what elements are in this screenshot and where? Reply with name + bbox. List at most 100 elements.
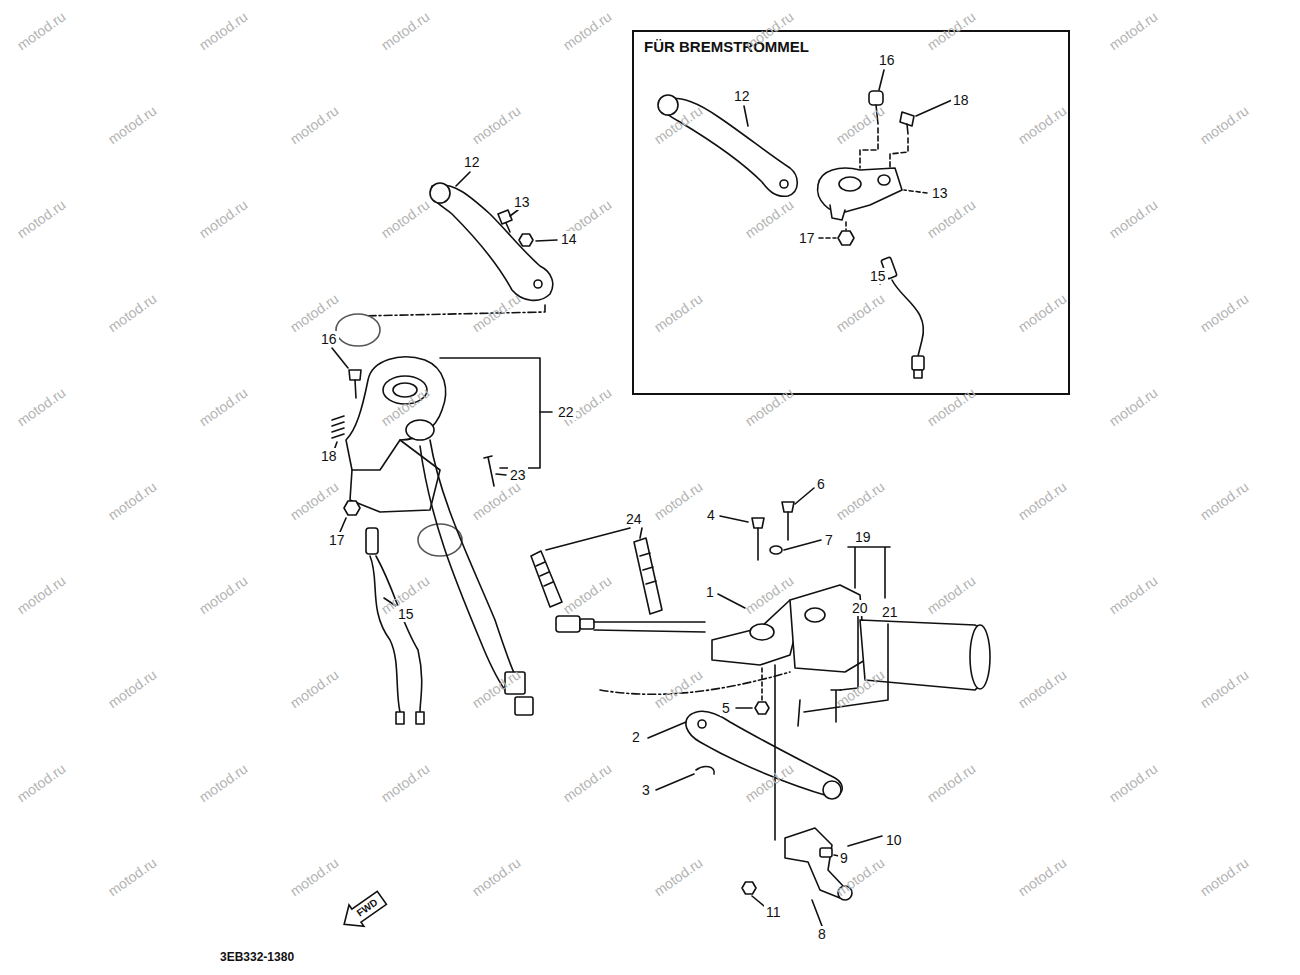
watermark: motod.ru [1197, 290, 1251, 335]
watermark: motod.ru [469, 854, 523, 899]
watermark: motod.ru [378, 760, 432, 805]
watermark: motod.ru [196, 8, 250, 53]
watermark: motod.ru [287, 478, 341, 523]
watermark: motod.ru [196, 196, 250, 241]
watermark: motod.ru [1015, 102, 1069, 147]
callout-number: 22 [556, 404, 576, 420]
callout-number: 16 [877, 52, 897, 68]
callout-number: 13 [930, 185, 950, 201]
watermark: motod.ru [378, 196, 432, 241]
watermark: motod.ru [833, 478, 887, 523]
watermark: motod.ru [105, 666, 159, 711]
watermark: motod.ru [105, 102, 159, 147]
callout-number: 21 [880, 604, 900, 620]
watermark: motod.ru [469, 478, 523, 523]
inset-box: FÜR BREMSTROMMEL [632, 30, 1070, 395]
watermark: motod.ru [651, 478, 705, 523]
watermark: motod.ru [1106, 760, 1160, 805]
watermark: motod.ru [1015, 854, 1069, 899]
callout-number: 7 [823, 532, 835, 548]
watermark: motod.ru [742, 760, 796, 805]
watermark: motod.ru [1197, 102, 1251, 147]
watermark: motod.ru [1197, 666, 1251, 711]
watermark: motod.ru [287, 290, 341, 335]
callout-number: 18 [951, 92, 971, 108]
watermark: motod.ru [196, 760, 250, 805]
callout-number: 23 [508, 467, 528, 483]
watermark: motod.ru [651, 854, 705, 899]
callout-number: 17 [327, 532, 347, 548]
callout-number: 14 [559, 231, 579, 247]
watermark: motod.ru [1106, 572, 1160, 617]
callout-number: 9 [838, 850, 850, 866]
inset-heading: FÜR BREMSTROMMEL [642, 38, 811, 56]
watermark: motod.ru [105, 478, 159, 523]
callout-number: 8 [816, 926, 828, 942]
watermark: motod.ru [1015, 290, 1069, 335]
watermark: motod.ru [560, 572, 614, 617]
direction-arrow: FWD [337, 887, 390, 935]
watermark: motod.ru [651, 102, 705, 147]
callout-number: 18 [319, 448, 339, 464]
watermark: motod.ru [1197, 478, 1251, 523]
watermark: motod.ru [833, 102, 887, 147]
watermark: motod.ru [742, 384, 796, 429]
watermark: motod.ru [560, 760, 614, 805]
watermark: motod.ru [105, 854, 159, 899]
watermark: motod.ru [924, 760, 978, 805]
watermark: motod.ru [287, 102, 341, 147]
watermark: motod.ru [469, 666, 523, 711]
callout-number: 11 [764, 904, 783, 920]
watermark: motod.ru [196, 384, 250, 429]
callout-number: 15 [868, 268, 888, 284]
watermark: motod.ru [1015, 666, 1069, 711]
watermark: motod.ru [833, 666, 887, 711]
watermark: motod.ru [14, 196, 68, 241]
watermark: motod.ru [378, 384, 432, 429]
arrow-outline [337, 887, 390, 935]
callout-number: 6 [815, 476, 827, 492]
watermark: motod.ru [1106, 8, 1160, 53]
callout-number: 13 [512, 194, 532, 210]
watermark: motod.ru [469, 102, 523, 147]
watermark: motod.ru [1197, 854, 1251, 899]
watermark: motod.ru [105, 290, 159, 335]
watermark: motod.ru [14, 760, 68, 805]
callout-number: 5 [720, 700, 732, 716]
callout-number: 1 [704, 584, 716, 600]
watermark: motod.ru [378, 8, 432, 53]
part-code: 3EB332-1380 [218, 950, 296, 964]
watermark: motod.ru [1106, 384, 1160, 429]
watermark: motod.ru [1106, 196, 1160, 241]
callout-number: 2 [630, 729, 642, 745]
watermark: motod.ru [651, 290, 705, 335]
clutch-assembly [531, 488, 990, 926]
watermark: motod.ru [924, 572, 978, 617]
watermark: motod.ru [196, 572, 250, 617]
watermark: motod.ru [742, 196, 796, 241]
brake-assembly [332, 172, 557, 724]
watermark: motod.ru [1015, 478, 1069, 523]
callout-number: 17 [797, 230, 817, 246]
watermark: motod.ru [742, 572, 796, 617]
callout-number: 3 [640, 782, 652, 798]
callout-number: 20 [850, 600, 870, 616]
callout-number: 24 [624, 511, 644, 527]
callout-number: 19 [853, 529, 873, 545]
callout-number: 16 [319, 331, 339, 347]
watermark: motod.ru [469, 290, 523, 335]
watermark: motod.ru [560, 8, 614, 53]
watermark: motod.ru [651, 666, 705, 711]
watermark: motod.ru [287, 854, 341, 899]
callout-number: 4 [705, 507, 717, 523]
watermark: motod.ru [833, 290, 887, 335]
watermark: motod.ru [14, 572, 68, 617]
callout-number: 15 [396, 606, 416, 622]
watermark: motod.ru [924, 384, 978, 429]
callout-number: 10 [884, 832, 904, 848]
callout-number: 12 [732, 88, 752, 104]
watermark: motod.ru [287, 666, 341, 711]
